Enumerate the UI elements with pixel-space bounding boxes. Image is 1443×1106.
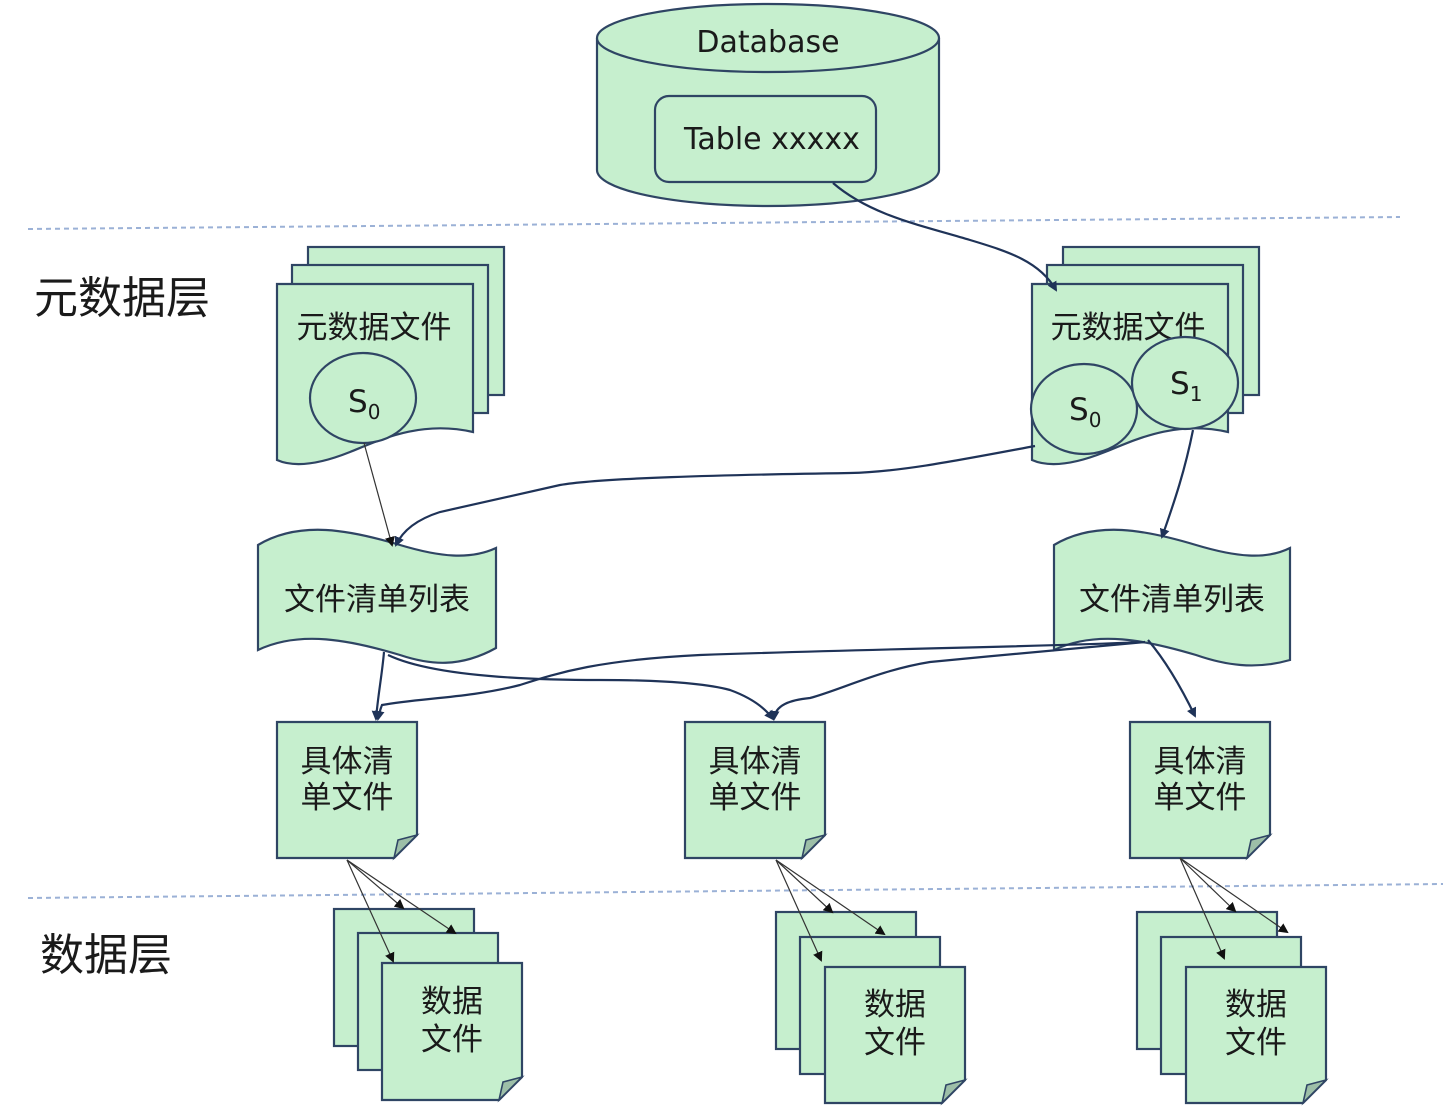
manifest-file-label-line2: 单文件 [709,780,802,816]
table-label: Table xxxxx [683,122,860,157]
connector-s0-right-to-manifest-list-left [394,444,1036,547]
snapshot-s1[interactable] [1130,335,1240,431]
manifest-file-label-line1: 具体清 [301,744,394,780]
layer-divider-bottom [27,883,1443,899]
manifest-file-label-line2: 单文件 [1154,780,1247,816]
snapshot-label: S0 [348,384,380,424]
connector-manifest-3-to-data-a [1179,857,1237,913]
data-file-label-line1: 数据 [421,984,483,1020]
page-fold-icon [1301,1078,1329,1106]
snapshot-label: S1 [1170,366,1202,406]
connector-s1-to-manifest-list-right [1159,429,1195,539]
snapshot-s0[interactable] [308,351,418,445]
metadata-file-label: 元数据文件 [297,310,452,346]
manifest-file-label-line2: 单文件 [301,780,394,816]
data-file-stack-1[interactable]: 数据 文件 [332,907,525,1103]
connector-manifest-2-to-data-b [775,859,886,936]
data-file-label-line2: 文件 [421,1022,483,1058]
page-fold-icon [800,833,828,861]
manifest-list-right[interactable]: 文件清单列表 [1052,528,1292,667]
manifest-list-label: 文件清单列表 [284,582,470,618]
page-fold-icon [1245,833,1273,861]
snapshot-label: S0 [1069,392,1101,432]
layer-divider-top [27,216,1401,230]
manifest-list-shape [256,528,498,664]
manifest-file-label-line1: 具体清 [1154,744,1247,780]
manifest-file-1[interactable]: 具体清 单文件 [275,720,420,861]
connector-list-right-to-manifest-2 [769,640,1146,721]
manifest-file-3[interactable]: 具体清 单文件 [1128,720,1273,861]
connector-manifest-1-to-data-b [346,859,457,935]
metadata-file-left[interactable]: 元数据文件 S0 [275,245,506,466]
connector-manifest-2-to-data-a [775,859,834,914]
connector-s0-left-to-manifest-list [363,442,395,547]
manifest-file-2[interactable]: 具体清 单文件 [683,720,828,861]
page-fold-icon [497,1075,525,1103]
snapshot-s0[interactable] [1029,362,1139,456]
manifest-file-label-line1: 具体清 [709,744,802,780]
connector-table-to-metadata [832,182,1057,292]
connector-manifest-3-to-data-c [1179,857,1226,960]
manifest-list-left[interactable]: 文件清单列表 [256,528,498,664]
page-fold-icon [940,1078,968,1106]
connector-manifest-2-to-data-c [775,859,823,962]
data-file-stack-2[interactable]: 数据 文件 [774,910,968,1106]
page-fold-icon [392,833,420,861]
table-box[interactable] [653,94,878,184]
connector-list-right-to-manifest-3 [1147,639,1197,718]
manifest-list-shape [1052,528,1292,667]
data-layer-label: 数据层 [40,930,172,981]
connector-manifest-1-to-data-a [346,859,405,910]
manifest-list-label: 文件清单列表 [1079,582,1265,618]
database-cylinder[interactable]: Database Table xxxxx [595,2,941,208]
data-file-stack-3[interactable]: 数据 文件 [1135,910,1329,1106]
data-file-label-line1: 数据 [1225,987,1287,1023]
data-file-label-line1: 数据 [864,987,926,1023]
database-top [595,2,941,74]
connector-list-left-to-manifest-2 [387,654,775,721]
connector-manifest-3-to-data-b [1179,857,1289,934]
database-title: Database [696,25,839,60]
connector-manifest-1-to-data-c [346,859,395,963]
metadata-layer-label: 元数据层 [34,273,210,324]
metadata-file-right[interactable]: 元数据文件 S0 S1 [1029,245,1261,466]
connector-list-right-to-manifest-1 [374,640,1146,721]
data-file-label-line2: 文件 [864,1025,926,1061]
data-file-label-line2: 文件 [1225,1025,1287,1061]
